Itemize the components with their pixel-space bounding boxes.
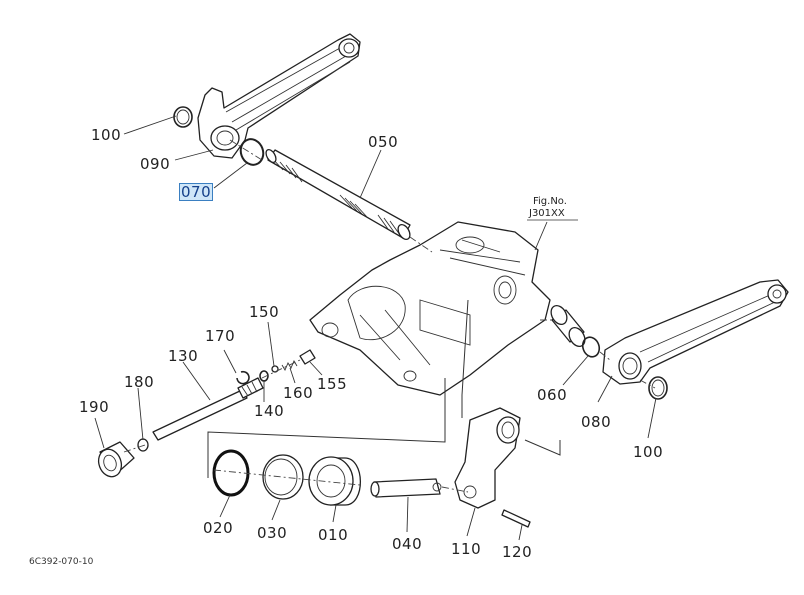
hydraulic-housing bbox=[309, 221, 551, 396]
part-130-control-shaft[interactable] bbox=[152, 377, 264, 441]
part-100-snap-ring-left[interactable] bbox=[173, 106, 193, 128]
part-155-plug[interactable] bbox=[299, 349, 316, 365]
part-150-ball[interactable] bbox=[271, 365, 279, 373]
part-190-knob[interactable] bbox=[95, 441, 135, 480]
part-060-bushing[interactable] bbox=[548, 303, 588, 349]
part-110-arm[interactable] bbox=[454, 407, 521, 509]
part-label-190[interactable]: 190 bbox=[79, 398, 110, 416]
part-label-170[interactable]: 170 bbox=[205, 327, 236, 345]
figure-number-label: Fig.No. bbox=[533, 196, 567, 207]
part-180-washer[interactable] bbox=[137, 438, 149, 452]
drawing-code: 6C392-070-10 bbox=[29, 557, 94, 567]
part-label-050[interactable]: 050 bbox=[368, 133, 399, 151]
part-040-rod[interactable] bbox=[370, 478, 442, 498]
part-label-040[interactable]: 040 bbox=[392, 535, 423, 553]
part-label-120[interactable]: 120 bbox=[502, 543, 533, 561]
part-010-piston[interactable] bbox=[308, 456, 362, 506]
part-label-020[interactable]: 020 bbox=[203, 519, 234, 537]
part-label-160[interactable]: 160 bbox=[283, 384, 314, 402]
part-label-070-selected[interactable]: 070 bbox=[178, 183, 214, 201]
part-label-060[interactable]: 060 bbox=[537, 386, 568, 404]
part-070-o-ring[interactable] bbox=[237, 136, 267, 168]
part-050-lift-arm-shaft[interactable] bbox=[264, 148, 412, 241]
part-020-o-ring[interactable] bbox=[212, 449, 250, 497]
figure-number-value: J301XX bbox=[529, 208, 565, 219]
part-label-030[interactable]: 030 bbox=[257, 524, 288, 542]
part-label-100-right[interactable]: 100 bbox=[633, 443, 664, 461]
part-label-080[interactable]: 080 bbox=[581, 413, 612, 431]
part-090-lift-arm-left[interactable] bbox=[197, 33, 361, 159]
part-100-snap-ring-right[interactable] bbox=[648, 376, 668, 400]
part-label-180[interactable]: 180 bbox=[124, 373, 155, 391]
part-160-spring[interactable] bbox=[281, 360, 298, 371]
part-label-150[interactable]: 150 bbox=[249, 303, 280, 321]
part-label-130[interactable]: 130 bbox=[168, 347, 199, 365]
part-060-o-ring[interactable] bbox=[580, 335, 602, 359]
part-label-140[interactable]: 140 bbox=[254, 402, 285, 420]
part-label-155[interactable]: 155 bbox=[317, 375, 348, 393]
part-170-clip[interactable] bbox=[236, 370, 250, 385]
part-080-lift-arm-right[interactable] bbox=[602, 279, 789, 385]
part-030-back-up-ring[interactable] bbox=[262, 454, 304, 500]
part-120-pin[interactable] bbox=[501, 509, 531, 528]
part-label-090[interactable]: 090 bbox=[140, 155, 171, 173]
part-label-010[interactable]: 010 bbox=[318, 526, 349, 544]
part-label-100-left[interactable]: 100 bbox=[91, 126, 122, 144]
part-label-110[interactable]: 110 bbox=[451, 540, 482, 558]
